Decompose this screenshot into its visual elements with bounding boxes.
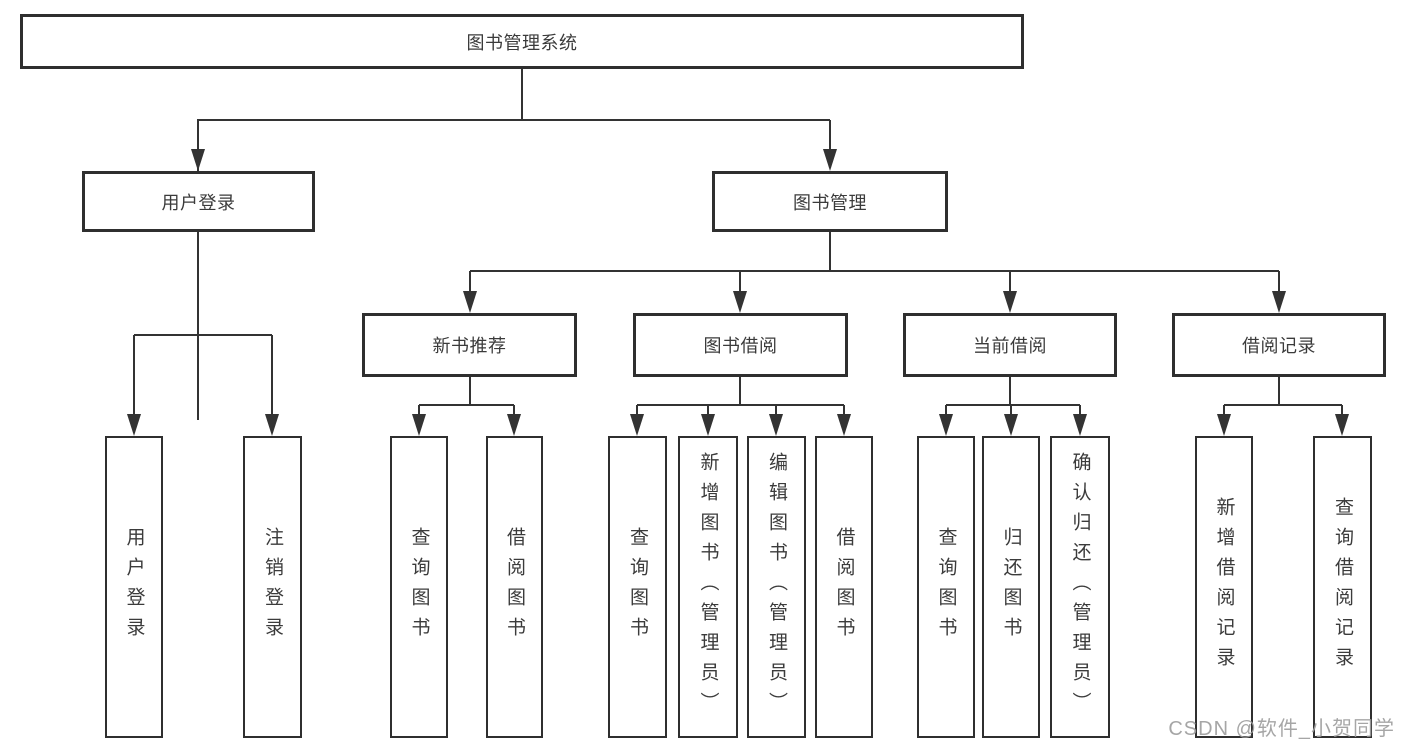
arrow-down-icon	[1004, 414, 1018, 436]
arrow-down-icon	[837, 414, 851, 436]
arrow-down-icon	[1272, 291, 1286, 313]
leaf-query-books-borrowing: 查询图书	[608, 436, 667, 738]
arrow-down-icon	[1335, 414, 1349, 436]
edge-records-bus	[1223, 377, 1343, 418]
arrow-down-icon	[1073, 414, 1087, 436]
leaf-borrow-books-borrowing: 借阅图书	[815, 436, 873, 738]
edge-bookmgmt-bus	[469, 232, 1280, 295]
node-root: 图书管理系统	[20, 14, 1024, 69]
arrow-down-icon	[733, 291, 747, 313]
node-borrowing-records-label: 借阅记录	[1242, 336, 1316, 356]
leaf-query-books-current: 查询图书	[917, 436, 975, 738]
node-user-login: 用户登录	[82, 171, 315, 232]
leaf-add-borrow-record: 新增借阅记录	[1195, 436, 1253, 738]
arrow-down-icon	[823, 149, 837, 171]
node-borrowing-records: 借阅记录	[1172, 313, 1386, 377]
arrow-down-icon	[1217, 414, 1231, 436]
leaf-query-books-current-label: 查询图书	[935, 527, 957, 647]
node-new-book-recommend: 新书推荐	[362, 313, 577, 377]
leaf-query-borrow-record-label: 查询借阅记录	[1332, 497, 1353, 677]
arrow-down-icon	[265, 414, 279, 436]
leaf-logout-label: 注销登录	[262, 527, 283, 647]
leaf-query-books-recommend: 查询图书	[390, 436, 448, 738]
leaf-add-book-admin-label: 新增图书（管理员）	[697, 452, 719, 722]
edge-root-drops	[197, 120, 831, 152]
leaf-query-books-borrowing-label: 查询图书	[627, 527, 648, 647]
arrow-down-icon	[769, 414, 783, 436]
leaf-query-borrow-record: 查询借阅记录	[1313, 436, 1372, 738]
edge-newbook-bus	[418, 377, 515, 418]
leaf-confirm-return-admin: 确认归还（管理员）	[1050, 436, 1110, 738]
leaf-user-login-label: 用户登录	[123, 527, 145, 647]
leaf-borrow-books-borrowing-label: 借阅图书	[833, 527, 855, 647]
arrow-down-icon	[127, 414, 141, 436]
leaf-add-book-admin: 新增图书（管理员）	[678, 436, 738, 738]
leaf-edit-book-admin-label: 编辑图书（管理员）	[766, 452, 787, 722]
leaf-user-login: 用户登录	[105, 436, 163, 738]
leaf-query-books-recommend-label: 查询图书	[408, 527, 430, 647]
arrow-down-icon	[412, 414, 426, 436]
leaf-return-books-label: 归还图书	[1000, 527, 1022, 647]
node-current-borrowing-label: 当前借阅	[973, 336, 1047, 356]
leaf-add-borrow-record-label: 新增借阅记录	[1213, 497, 1235, 677]
leaf-logout: 注销登录	[243, 436, 302, 738]
arrow-down-icon	[507, 414, 521, 436]
arrow-down-icon	[630, 414, 644, 436]
arrow-down-icon	[1003, 291, 1017, 313]
node-book-management: 图书管理	[712, 171, 948, 232]
leaf-borrow-books-recommend: 借阅图书	[486, 436, 543, 738]
leaf-borrow-books-recommend-label: 借阅图书	[504, 527, 525, 647]
leaf-confirm-return-admin-label: 确认归还（管理员）	[1069, 452, 1091, 722]
leaf-edit-book-admin: 编辑图书（管理员）	[747, 436, 806, 738]
edge-userlogin-bus	[133, 232, 273, 418]
edge-current-bus	[945, 377, 1081, 418]
node-root-label: 图书管理系统	[466, 32, 578, 53]
node-book-borrowing: 图书借阅	[633, 313, 848, 377]
arrow-down-icon	[463, 291, 477, 313]
node-book-management-label: 图书管理	[793, 192, 867, 213]
arrow-down-icon	[701, 414, 715, 436]
node-user-login-label: 用户登录	[161, 192, 236, 213]
arrow-down-icon	[191, 149, 205, 171]
node-current-borrowing: 当前借阅	[903, 313, 1117, 377]
node-book-borrowing-label: 图书借阅	[703, 336, 778, 356]
arrow-down-icon	[939, 414, 953, 436]
leaf-return-books: 归还图书	[982, 436, 1040, 738]
edge-borrow-bus	[636, 377, 845, 418]
node-new-book-recommend-label: 新书推荐	[432, 336, 507, 356]
